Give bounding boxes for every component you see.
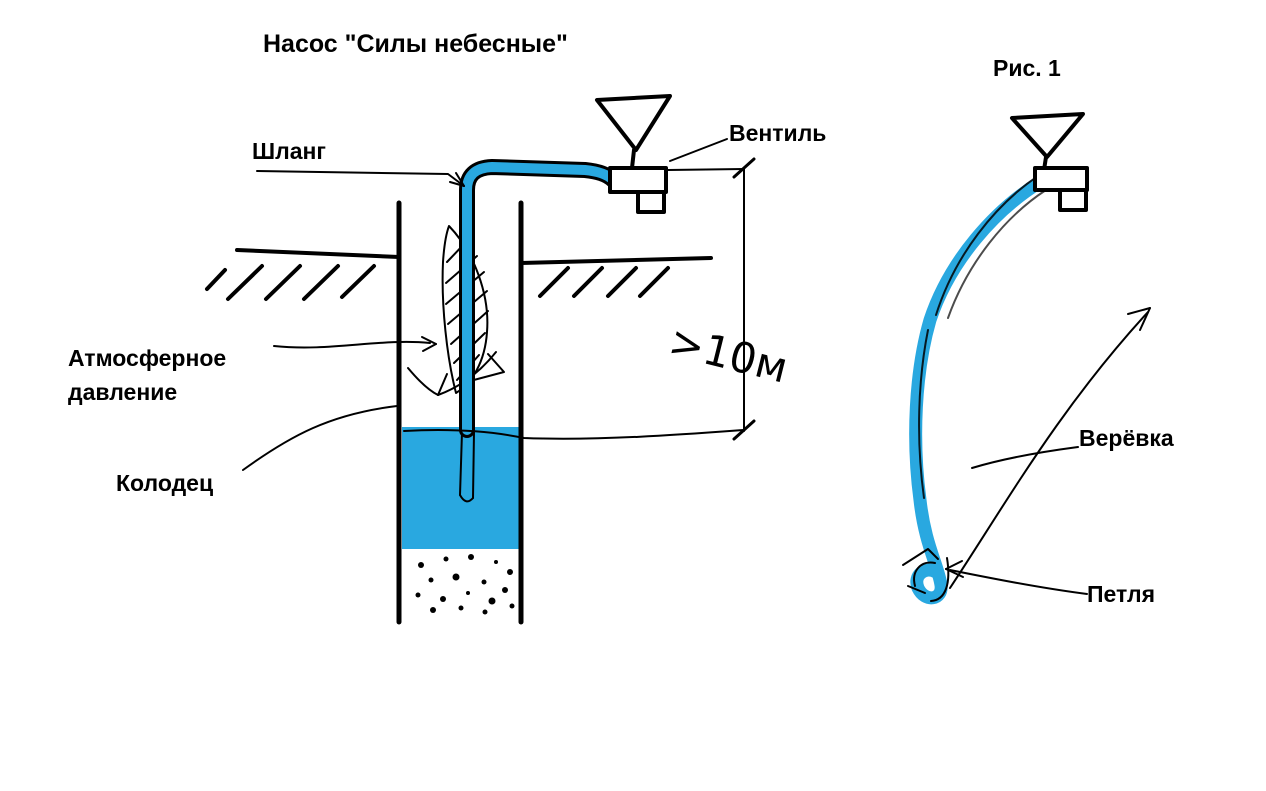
rope-pointer [971, 446, 1079, 469]
fig1-valve [1033, 166, 1089, 212]
fig1-drawing [902, 112, 1151, 605]
valve [608, 166, 668, 214]
valve-pointer [669, 138, 728, 162]
rope-line [949, 307, 1151, 589]
atmospheric-label: Атмосферное давление [68, 341, 226, 409]
soil-speckles [415, 554, 515, 615]
hose-underwater [459, 431, 475, 503]
fig1-funnel [1010, 112, 1085, 172]
valve-label: Вентиль [729, 120, 827, 146]
ground-lines [235, 248, 713, 265]
loop-label: Петля [1087, 581, 1156, 607]
pressure-sketch [407, 225, 505, 396]
atmospheric-pointer [273, 336, 437, 352]
well-pointer [242, 405, 398, 471]
rope-label: Верёвка [1079, 425, 1174, 451]
hose-pointer [256, 170, 465, 187]
well-diagram [205, 94, 756, 625]
diagram-title: Насос "Силы небесные" [263, 30, 568, 58]
hose-label: Шланг [252, 138, 326, 164]
well-label: Колодец [116, 470, 214, 496]
loop-pointer [945, 560, 1088, 595]
atmospheric-label-line2: давление [68, 379, 178, 405]
fig1-hose [909, 175, 1047, 605]
fig1-caption: Рис. 1 [993, 55, 1061, 81]
well-walls [396, 200, 524, 625]
hose [459, 159, 621, 438]
fig1-loop [902, 548, 950, 602]
funnel [595, 94, 672, 170]
atmospheric-label-line1: Атмосферное [68, 345, 227, 371]
dimension-lines [403, 157, 756, 441]
ground-hatching [205, 264, 670, 301]
